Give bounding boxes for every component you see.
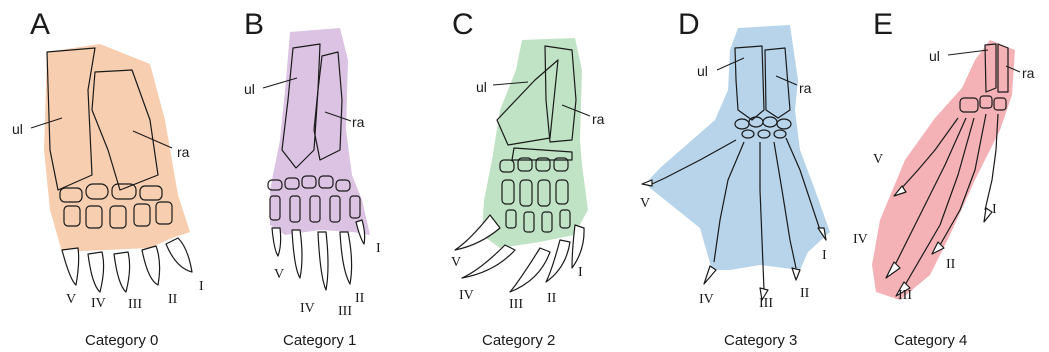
panel-letter: B [244, 8, 264, 41]
claw [462, 245, 515, 278]
claw [114, 252, 130, 292]
category-label: Category 0 [85, 332, 158, 349]
digit-label-iii: III [759, 296, 773, 311]
ulna-label: ul [244, 81, 255, 97]
category-label: Category 4 [894, 332, 967, 349]
claw [984, 208, 992, 222]
panel-c: C ul ra V IV III II I Category 2 [451, 8, 605, 349]
digit-label-ii: II [547, 291, 557, 306]
claw [455, 215, 500, 250]
ulna-label: ul [12, 121, 23, 137]
digit-label-iv: IV [300, 301, 315, 316]
category-label: Category 1 [283, 332, 356, 349]
radius-label: ra [799, 80, 812, 96]
claw [792, 268, 800, 280]
panel-letter: C [452, 8, 474, 41]
claw [572, 225, 584, 268]
ulna-label: ul [929, 48, 940, 64]
claw [142, 246, 160, 285]
digit-label-ii: II [168, 292, 178, 307]
radius-label: ra [1022, 65, 1035, 81]
panel-d: D ul ra V IV III II I Category 3 [640, 8, 830, 349]
digit-label-v: V [66, 292, 76, 307]
radius-label: ra [592, 111, 605, 127]
digit-label-i: I [199, 279, 204, 294]
ulna-label: ul [476, 79, 487, 95]
panel-c-shading [482, 38, 588, 248]
digit-label-v: V [274, 267, 284, 282]
digit-label-iv: IV [853, 232, 868, 247]
claw [546, 240, 570, 282]
claw [642, 180, 652, 186]
digit-label-iv: IV [459, 288, 474, 303]
claw [62, 248, 79, 285]
digit-label-iv: IV [91, 296, 106, 311]
panel-a: A ul ra V IV III II I Category 0 [12, 8, 204, 349]
digit-label-i: I [376, 241, 381, 256]
digit-label-iii: III [509, 297, 523, 312]
digit-label-i: I [822, 248, 827, 263]
digit-label-iv: IV [699, 292, 714, 307]
panel-d-shading [645, 25, 830, 270]
digit-label-v: V [451, 255, 461, 270]
digit-label-v: V [873, 152, 883, 167]
claw [88, 252, 104, 292]
digit-label-i: I [578, 265, 583, 280]
digit-label-ii: II [946, 257, 956, 272]
claw [166, 238, 192, 272]
claw [318, 232, 328, 290]
claw [510, 248, 550, 292]
digit-label-iii: III [898, 288, 912, 303]
category-label: Category 3 [724, 332, 797, 349]
panel-a-shading [44, 44, 190, 252]
ulna-label: ul [697, 63, 708, 79]
panel-b: B ul ra V IV III II I Category 1 [244, 8, 381, 349]
panel-letter: D [678, 8, 700, 41]
claw [704, 266, 716, 284]
digit-label-i: I [992, 202, 997, 217]
panel-letter: E [873, 8, 893, 41]
digit-label-ii: II [355, 291, 365, 306]
radius-label: ra [352, 114, 365, 130]
category-label: Category 2 [482, 332, 555, 349]
radius-label: ra [177, 144, 190, 160]
digit-label-iii: III [338, 304, 352, 319]
claw [340, 232, 352, 284]
panel-e: E ul ra V IV III II I Category 4 [853, 8, 1035, 349]
panel-letter: A [30, 8, 50, 41]
claw [292, 230, 302, 278]
digit-label-v: V [640, 196, 650, 211]
claw [272, 228, 281, 256]
digit-label-ii: II [800, 286, 810, 301]
digit-label-iii: III [128, 297, 142, 312]
